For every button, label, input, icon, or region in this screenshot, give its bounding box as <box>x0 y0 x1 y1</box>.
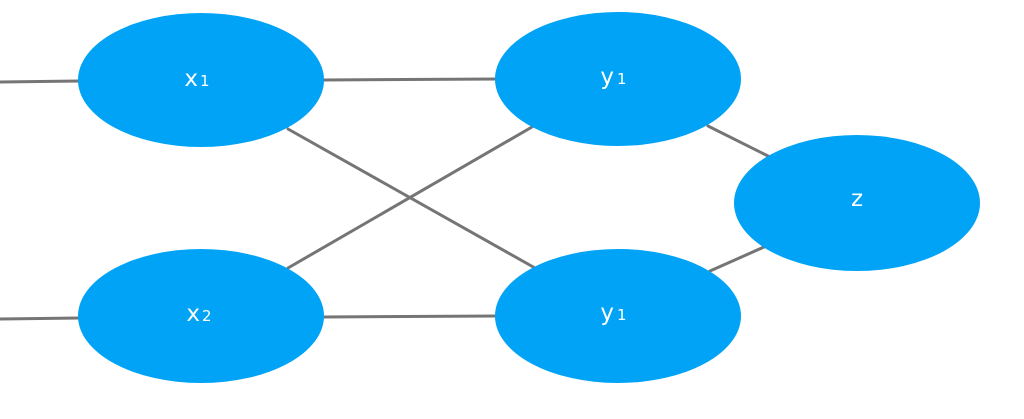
node-x1-subscript: 1 <box>200 72 210 90</box>
node-z-label: z <box>851 186 863 212</box>
edge-x2-to-y1-bottom <box>320 314 500 319</box>
edge-y1-bottom-to-z <box>708 245 766 273</box>
node-x2-label: x <box>186 301 200 327</box>
node-y1-top-label: y <box>600 64 614 90</box>
node-y1-bottom-label: y <box>600 300 614 326</box>
node-x2-subscript: 2 <box>202 307 212 325</box>
node-x1: x 1 <box>78 13 324 147</box>
node-z: z <box>734 135 980 271</box>
node-x1-label: x <box>184 66 198 92</box>
node-y1-bottom-shape <box>495 249 741 383</box>
node-x2-shape <box>78 249 324 383</box>
edge-input-to-x1 <box>0 79 82 84</box>
edge-input-to-x2 <box>0 316 82 321</box>
node-y1-top-subscript: 1 <box>617 70 627 88</box>
edge-y1-top-to-z <box>706 124 770 158</box>
node-y1-bottom-subscript: 1 <box>617 306 627 324</box>
edge-x1-to-y1-top <box>320 77 500 82</box>
node-y1-top-shape <box>495 12 741 146</box>
node-y1-bottom: y 1 <box>495 249 741 383</box>
node-z-shape <box>734 135 980 271</box>
node-x2: x 2 <box>78 249 324 383</box>
node-y1-top: y 1 <box>495 12 741 146</box>
edge-x1-to-y1-bottom <box>286 127 537 270</box>
edge-x2-to-y1-top <box>286 125 534 270</box>
node-x1-shape <box>78 13 324 147</box>
edges <box>0 77 770 321</box>
